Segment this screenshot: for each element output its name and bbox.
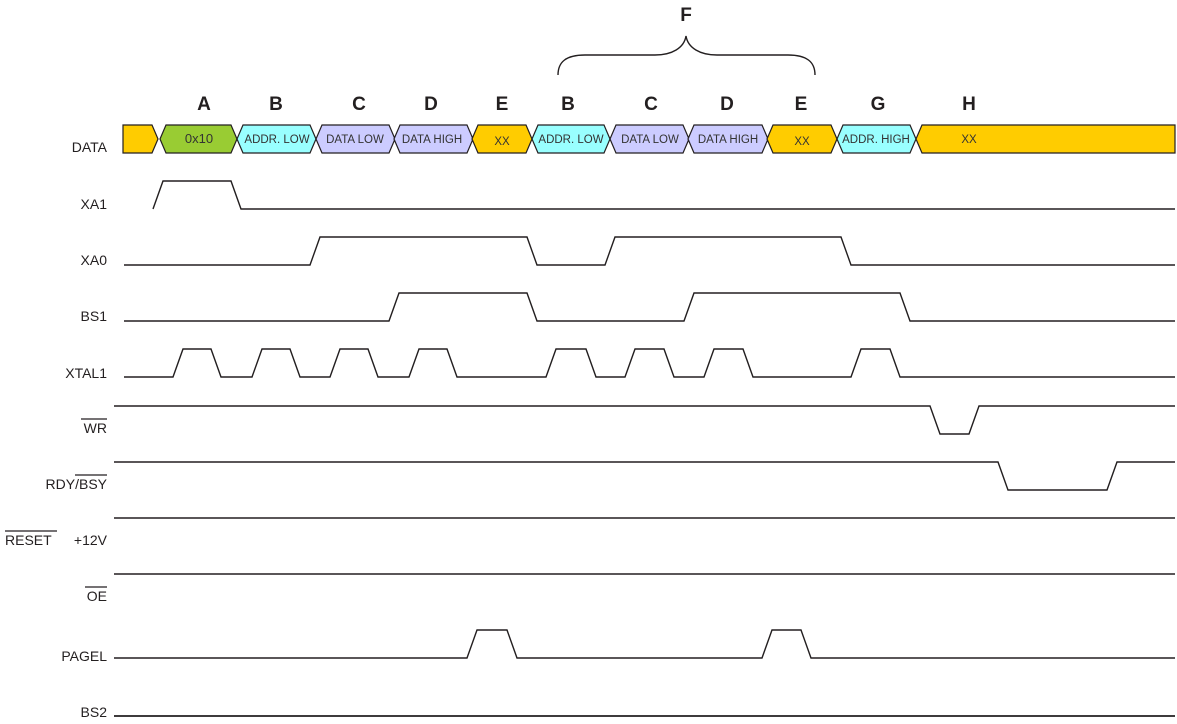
phase-label: D <box>424 94 438 115</box>
signal-label-data: DATA <box>72 139 108 155</box>
bus-segment-label: DATA LOW <box>326 134 384 146</box>
phase-label: C <box>352 94 366 115</box>
signal-label-wr: WR <box>84 420 107 436</box>
bus-segment <box>687 124 769 154</box>
bus-segment <box>393 124 474 154</box>
waveform-xa1 <box>152 180 1175 210</box>
signal-label-reset: RESET <box>5 532 52 548</box>
bus-segment <box>915 124 1176 154</box>
bus-segment <box>609 124 690 154</box>
brace-f: F <box>557 5 816 76</box>
phase-label: A <box>197 94 211 115</box>
rdy-text: RDY/ <box>46 476 80 492</box>
phase-label: D <box>720 94 734 115</box>
phase-label: G <box>871 94 886 115</box>
bus-segment-label: ADDR. LOW <box>538 134 603 146</box>
signal-label-oe: OE <box>87 588 107 604</box>
waveform-rdy-bsy <box>114 461 1175 491</box>
bus-segment-label: XX <box>494 136 510 148</box>
signal-label-bs1: BS1 <box>81 308 108 324</box>
bus-segment-label: ADDR. LOW <box>244 134 309 146</box>
phase-label: H <box>962 94 976 115</box>
bus-segment-label: DATA HIGH <box>402 134 462 146</box>
bus-segment <box>159 124 238 154</box>
phase-label: B <box>561 94 575 115</box>
signal-label-xa1: XA1 <box>81 196 108 212</box>
waveform-xtal1 <box>124 348 1175 378</box>
waveform-bs1 <box>124 292 1175 322</box>
data-bus: 0x10 ADDR. LOW DATA LOW DATA HIGH XX ADD… <box>122 124 1176 154</box>
phase-label: C <box>644 94 658 115</box>
bus-segment-label: DATA HIGH <box>698 134 758 146</box>
signal-label-rdy-bsy: RDY/BSY <box>46 476 108 492</box>
waveforms <box>114 180 1175 717</box>
signal-labels: DATA XA1 XA0 BS1 XTAL1 WR RDY/BSY RESET … <box>5 139 108 720</box>
signal-label-bs2: BS2 <box>81 704 108 720</box>
bus-segment <box>836 124 917 154</box>
waveform-wr <box>114 405 1175 435</box>
signal-label-xa0: XA0 <box>81 252 108 268</box>
brace-shape <box>557 35 816 76</box>
bus-segment-label: ADDR. HIGH <box>842 134 910 146</box>
bus-segment <box>531 124 611 154</box>
bus-segment-label: 0x10 <box>185 131 213 146</box>
phase-label: E <box>795 94 808 115</box>
bus-segment <box>122 124 159 154</box>
bus-segment <box>766 124 838 154</box>
bus-segment <box>236 124 317 154</box>
bsy-text: BSY <box>79 476 108 492</box>
signal-label-xtal1: XTAL1 <box>65 365 107 381</box>
brace-label: F <box>680 5 692 26</box>
phase-label: B <box>269 94 283 115</box>
bus-segment <box>315 124 396 154</box>
bus-segment <box>471 124 533 154</box>
waveform-xa0 <box>124 236 1175 266</box>
phase-label: E <box>496 94 509 115</box>
waveform-pagel <box>114 629 1175 659</box>
signal-label-12v: +12V <box>74 532 108 548</box>
bus-segment-label: XX <box>794 136 810 148</box>
phase-labels: A B C D E B C D E G H <box>197 94 976 115</box>
bus-segment-label: XX <box>961 134 977 146</box>
signal-label-pagel: PAGEL <box>61 648 107 664</box>
bus-segment-label: DATA LOW <box>621 134 679 146</box>
